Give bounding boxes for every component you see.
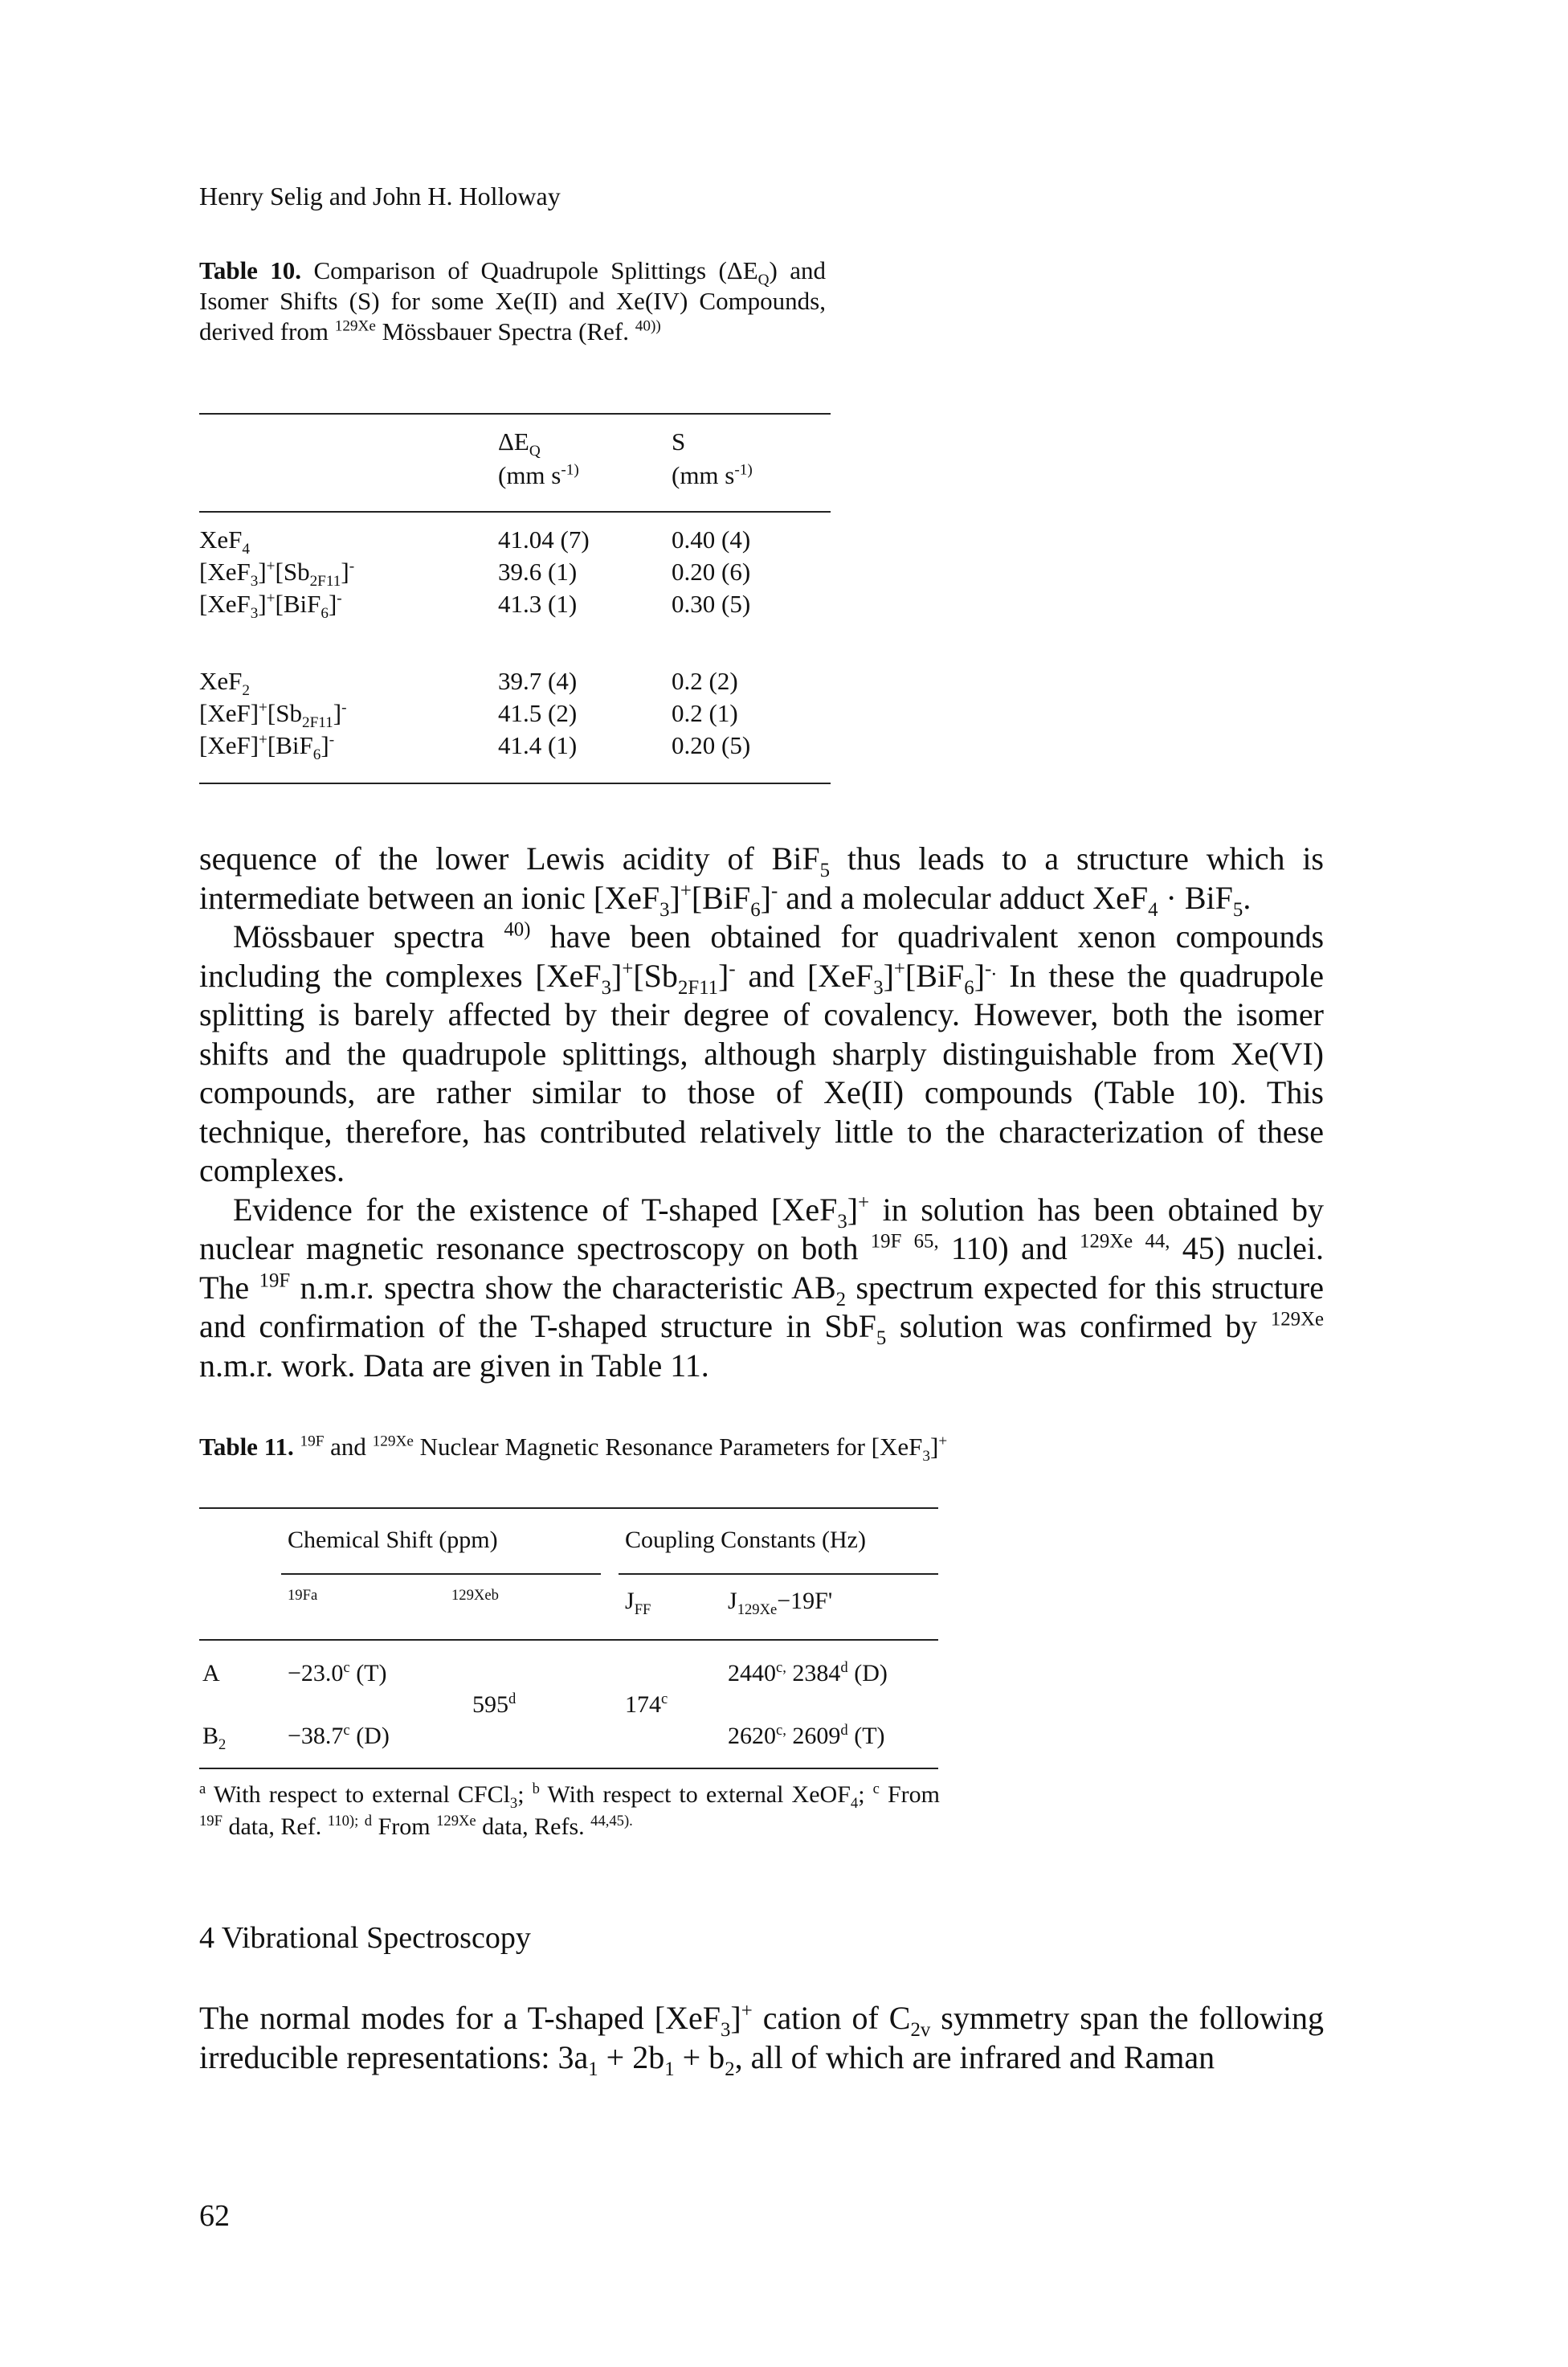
table11-row-a-f19: −23.0c (T): [288, 1659, 387, 1686]
page-number: 62: [199, 2199, 230, 2233]
table10-g2-compound: [XeF]+[BiF6]-: [199, 731, 335, 764]
table10-caption-text: Comparison of Quadrupole Splittings (ΔEQ…: [199, 256, 826, 345]
table10-g2-compound: XeF2: [199, 667, 250, 700]
table11-subhead-jff: JFF: [625, 1588, 651, 1618]
table11-head-rule: [199, 1639, 938, 1641]
table10-g2-dEq: 39.7 (4): [498, 667, 578, 695]
table10-col1-unit: (mm s-1): [498, 461, 579, 489]
table10-head-rule: [199, 511, 831, 513]
table10-g1-dEq: 41.3 (1): [498, 590, 578, 618]
table10-g2-dEq: 41.5 (2): [498, 699, 578, 727]
paragraph-1: sequence of the lower Lewis acidity of B…: [199, 840, 1324, 921]
table10-col2-head: S: [672, 427, 686, 456]
table11-top-rule: [199, 1507, 938, 1509]
table11-coupling-subrule: [619, 1573, 938, 1575]
table11-xe129-shared: 595d: [472, 1690, 517, 1718]
running-header: Henry Selig and John H. Holloway: [199, 182, 561, 211]
table10-g1-s: 0.40 (4): [672, 525, 751, 554]
table11-subhead-f19: 19Fa: [288, 1587, 318, 1604]
table11-subhead-xe129: 129Xeb: [451, 1587, 499, 1604]
table11-row-b2-f19: −38.7c (D): [288, 1722, 390, 1749]
table10-bottom-rule: [199, 783, 831, 784]
table11-row-b2-label: B2: [202, 1723, 227, 1753]
table10-col2-unit: (mm s-1): [672, 461, 753, 489]
table11-group-head-shift: Chemical Shift (ppm): [288, 1527, 498, 1553]
table11-caption: Table 11. 19F and 129Xe Nuclear Magnetic…: [199, 1432, 954, 1466]
table10-caption: Table 10. Comparison of Quadrupole Split…: [199, 256, 826, 347]
table10-g2-s: 0.2 (2): [672, 667, 738, 695]
table10-label: Table 10.: [199, 256, 302, 284]
final-paragraph: The normal modes for a T-shaped [XeF3]+ …: [199, 2000, 1324, 2080]
table10-g1-s: 0.30 (5): [672, 590, 751, 618]
body-text: sequence of the lower Lewis acidity of B…: [199, 840, 1324, 1385]
table11-bottom-rule: [199, 1768, 938, 1769]
table11-footnote: a With respect to external CFCl3; b With…: [199, 1780, 940, 1840]
table10-col1-head: ΔEQ: [498, 427, 541, 460]
table11-label: Table 11.: [199, 1433, 294, 1461]
table10-g2-s: 0.2 (1): [672, 699, 738, 727]
table10-g1-compound: XeF4: [199, 525, 250, 558]
table11-row-a-coupling: 2440c, 2384d (D): [728, 1659, 888, 1686]
paragraph-2: Mössbauer spectra 40) have been obtained…: [199, 918, 1325, 1188]
table11-row-a-label: A: [202, 1660, 220, 1686]
table10-g1-s: 0.20 (6): [672, 558, 751, 586]
table11-subhead-jxef: J129Xe−19F': [728, 1588, 833, 1618]
table10-g2-s: 0.20 (5): [672, 731, 751, 759]
table11-row-b2-coupling: 2620c, 2609d (T): [728, 1722, 885, 1749]
table10-g1-compound: [XeF3]+[BiF6]-: [199, 590, 342, 623]
table10-g1-compound: [XeF3]+[Sb2F11]-: [199, 558, 355, 591]
table11-shift-subrule: [281, 1573, 601, 1575]
table10-g2-dEq: 41.4 (1): [498, 731, 578, 759]
table10-top-rule: [199, 413, 831, 415]
paragraph-3: Evidence for the existence of T-shaped […: [199, 1191, 1325, 1384]
table10-g2-compound: [XeF]+[Sb2F11]-: [199, 699, 347, 732]
table11-caption-text: 19F and 129Xe Nuclear Magnetic Resonance…: [300, 1433, 948, 1466]
table11-jff-shared: 174c: [625, 1690, 668, 1718]
table10-g1-dEq: 41.04 (7): [498, 525, 590, 554]
section-heading: 4 Vibrational Spectroscopy: [199, 1921, 531, 1955]
table10-g1-dEq: 39.6 (1): [498, 558, 578, 586]
table11-group-head-coupling: Coupling Constants (Hz): [625, 1527, 866, 1553]
